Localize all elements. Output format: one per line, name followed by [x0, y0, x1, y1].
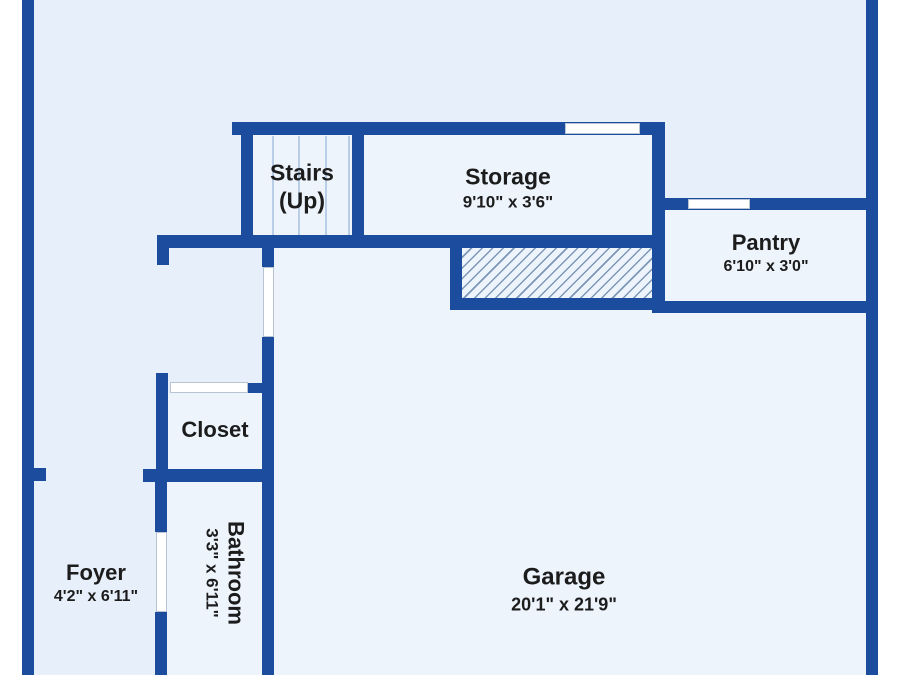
- room-dimensions: 4'2" x 6'11": [53, 588, 139, 606]
- bathroom-left-wall-lower: [155, 612, 167, 675]
- garage-label: Garage 20'1" x 21'9": [511, 563, 617, 616]
- garage-room-area: [450, 310, 866, 675]
- closet-top-wall-segment: [248, 383, 274, 393]
- room-dimensions: 20'1" x 21'9": [511, 594, 617, 615]
- room-name: Bathroom: [223, 521, 249, 625]
- room-dimensions: 3'3" x 6'11": [202, 528, 222, 618]
- room-name: Foyer: [66, 560, 126, 586]
- garage-left-wall-upper: [262, 248, 274, 267]
- room-dimensions: 9'10" x 3'6": [462, 192, 554, 212]
- closet-bathroom-divider-wall: [143, 469, 274, 482]
- hatched-understair-area: [462, 248, 652, 298]
- stair-tread-line: [348, 136, 350, 235]
- pantry-bottom-wall: [652, 301, 878, 313]
- pantry-room-area: [665, 210, 866, 301]
- right-exterior-wall: [866, 0, 878, 675]
- storage-window: [565, 123, 640, 134]
- room-name: (Up): [279, 187, 325, 213]
- storage-room-area: [364, 135, 652, 235]
- understair-bottom-wall: [450, 298, 665, 310]
- foyer-hall-stub-wall: [34, 468, 46, 481]
- bathroom-door-opening: [156, 532, 167, 612]
- garage-room-area: [274, 248, 450, 675]
- hall-stub-wall: [157, 248, 169, 265]
- closet-room-area: [168, 393, 262, 469]
- room-name: Garage: [522, 563, 606, 591]
- storage-pantry-right-wall: [652, 122, 665, 310]
- bathroom-room-area: [167, 482, 262, 675]
- room-name: Closet: [181, 416, 249, 442]
- stair-tread-line: [325, 136, 327, 235]
- garage-left-wall-lower: [262, 337, 274, 675]
- room-name: Pantry: [731, 230, 801, 256]
- left-exterior-wall: [22, 0, 34, 675]
- pantry-label: Pantry 6'10" x 3'0": [723, 230, 808, 278]
- closet-left-wall: [156, 373, 168, 469]
- stairs-left-wall: [241, 135, 253, 235]
- foyer-label: Foyer 4'2" x 6'11": [54, 560, 138, 608]
- storage-label: Storage 9'10" x 3'6": [463, 164, 553, 215]
- bathroom-label: Bathroom 3'3" x 6'11": [199, 521, 248, 625]
- stairs-storage-top-wall: [232, 122, 665, 135]
- stairs-label: Stairs (Up): [270, 159, 334, 214]
- hall-garage-top-wall: [157, 235, 665, 248]
- understair-left-wall: [450, 248, 462, 310]
- closet-door-opening: [170, 382, 248, 393]
- room-dimensions: 6'10" x 3'0": [723, 258, 809, 276]
- bathroom-left-wall-upper: [155, 482, 167, 532]
- stairs-room-area: [253, 135, 352, 235]
- room-name: Stairs: [270, 159, 334, 186]
- closet-label: Closet: [181, 417, 248, 443]
- garage-door-opening: [263, 267, 274, 337]
- pantry-door-opening: [688, 199, 750, 209]
- stair-tread-line: [298, 136, 300, 235]
- stairs-right-wall: [352, 135, 364, 235]
- stair-tread-line: [272, 136, 274, 235]
- room-name: Storage: [465, 163, 551, 190]
